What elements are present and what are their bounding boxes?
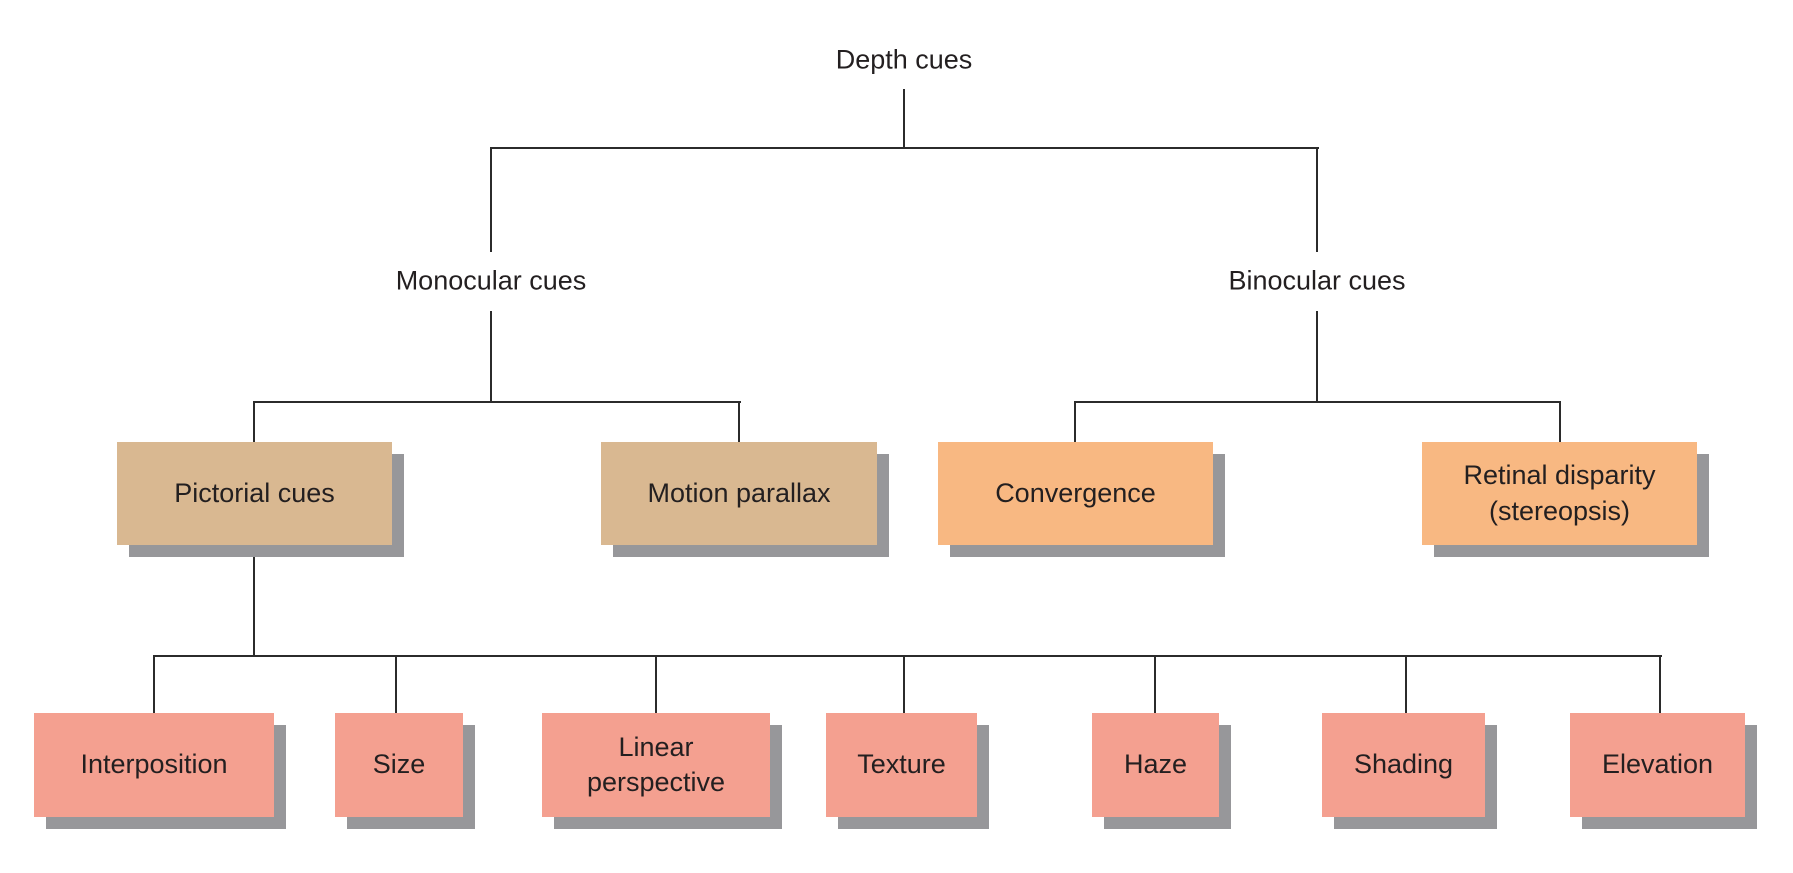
connector bbox=[1074, 401, 1076, 442]
connector bbox=[738, 401, 740, 442]
node-convergence: Convergence bbox=[938, 442, 1213, 545]
node-shading: Shading bbox=[1322, 713, 1485, 817]
connector bbox=[153, 655, 1662, 657]
node-label: (stereopsis) bbox=[1488, 495, 1631, 526]
connector bbox=[253, 401, 255, 442]
node-label: Haze bbox=[1123, 749, 1188, 780]
node-size: Size bbox=[335, 713, 463, 817]
node-label: Convergence bbox=[995, 477, 1156, 508]
node-motion-parallax: Motion parallax bbox=[601, 442, 877, 545]
node-pictorial-cues: Pictorial cues bbox=[117, 442, 392, 545]
node-label: Shading bbox=[1353, 749, 1454, 780]
connector bbox=[490, 147, 1319, 149]
node-retinal-disparity: Retinal disparity (stereopsis) bbox=[1422, 442, 1697, 545]
node-label: Retinal disparity bbox=[1463, 460, 1656, 491]
node-elevation: Elevation bbox=[1570, 713, 1745, 817]
node-label: Size bbox=[372, 749, 426, 780]
node-label: Motion parallax bbox=[647, 477, 831, 508]
node-interposition: Interposition bbox=[34, 713, 274, 817]
node-monocular-cues: Monocular cues bbox=[391, 265, 591, 297]
connector bbox=[1316, 147, 1318, 252]
connector bbox=[655, 655, 657, 713]
connector bbox=[1154, 655, 1156, 713]
connector bbox=[1559, 401, 1561, 442]
node-linear-perspective: Linear perspective bbox=[542, 713, 770, 817]
node-label: perspective bbox=[586, 767, 726, 797]
connector bbox=[1659, 655, 1661, 713]
node-label: Texture bbox=[857, 749, 946, 780]
connector bbox=[153, 655, 155, 713]
node-label: Pictorial cues bbox=[174, 477, 335, 508]
connector bbox=[253, 545, 255, 657]
connector bbox=[490, 147, 492, 252]
connector bbox=[253, 401, 741, 403]
node-label: Interposition bbox=[80, 749, 228, 780]
connector bbox=[395, 655, 397, 713]
node-label: Elevation bbox=[1601, 749, 1714, 780]
connector bbox=[1405, 655, 1407, 713]
node-texture: Texture bbox=[826, 713, 977, 817]
node-label: Linear bbox=[618, 731, 694, 762]
connector bbox=[903, 89, 905, 149]
connector bbox=[1316, 311, 1318, 403]
connector bbox=[903, 655, 905, 713]
connector bbox=[1074, 401, 1561, 403]
node-haze: Haze bbox=[1092, 713, 1219, 817]
connector bbox=[490, 311, 492, 403]
root-node-depth-cues: Depth cues bbox=[831, 44, 977, 76]
node-binocular-cues: Binocular cues bbox=[1224, 265, 1410, 297]
